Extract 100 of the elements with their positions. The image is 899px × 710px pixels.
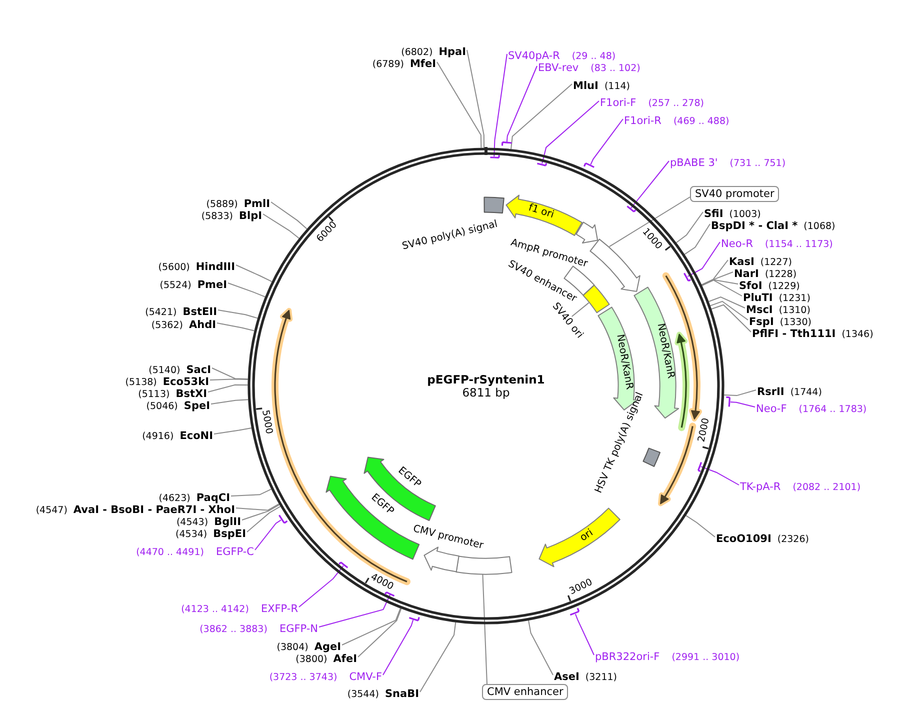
- leader-line: [218, 310, 258, 319]
- leader-line: [420, 622, 456, 692]
- leader-line: [701, 260, 728, 286]
- restriction-site-label: (4543) BglII: [176, 514, 241, 526]
- primer-label: TK-pA-R (2082 .. 2101): [740, 479, 861, 491]
- restriction-site-label: MscI (1310): [746, 302, 810, 314]
- primer-mark-icon: [683, 272, 692, 282]
- primer-mark-icon: [338, 561, 349, 569]
- leader-line: [262, 214, 300, 239]
- primer-mark-icon: [488, 154, 500, 160]
- leader-line: [571, 302, 590, 317]
- leader-line: [230, 488, 272, 496]
- leader-line: [711, 304, 752, 332]
- restriction-site-label: (3544) SnaBI: [347, 686, 419, 698]
- restriction-site-label: MluI (114): [573, 78, 630, 90]
- primer-label: Neo-F (1764 .. 1783): [756, 401, 867, 413]
- restriction-site-label: (5362) AhdI: [151, 317, 216, 329]
- restriction-site-label: (3804) AgeI: [276, 639, 341, 651]
- leader-line: [242, 504, 280, 520]
- leader-line: [436, 62, 482, 148]
- leader-line: [590, 118, 624, 165]
- restriction-site-label: PflFI - Tth111I (1346): [752, 326, 874, 338]
- restriction-site-label: (3800) AfeI: [296, 651, 357, 663]
- leader-line: [236, 264, 272, 282]
- restriction-site-label: AseI (3211): [554, 669, 617, 681]
- restriction-site-label: (5889) PmlI: [206, 196, 270, 208]
- feature-block: [455, 554, 514, 576]
- restriction-site-label: (5113) BstXI: [138, 386, 207, 398]
- leader-line: [510, 84, 572, 150]
- leader-line: [528, 620, 554, 676]
- leader-line: [542, 100, 600, 164]
- restriction-site-label: NarI (1228): [734, 266, 797, 278]
- leader-line: [702, 280, 742, 296]
- primer-mark-icon: [583, 162, 596, 169]
- primer-mark-icon: [278, 514, 288, 525]
- leader-line: [210, 399, 249, 404]
- leader-line: [482, 574, 488, 684]
- restriction-site-label: (4547) AvaI - BsoBI - PaeR7I - XhoI: [36, 502, 235, 514]
- primer-mark-icon: [384, 590, 396, 597]
- leader-line: [236, 503, 280, 511]
- feature-callout: SV40 promoter: [690, 186, 780, 202]
- leader-line: [466, 50, 484, 148]
- leader-line: [687, 242, 720, 277]
- leader-line: [210, 378, 248, 380]
- primer-label: (3862 .. 3883) EGFP-N: [200, 621, 318, 633]
- leader-line: [708, 296, 746, 308]
- leader-line: [630, 160, 670, 209]
- restriction-site-label: RsrII (1744): [757, 384, 822, 396]
- feature-label: NeoR/KanR: [653, 322, 676, 380]
- primer-label: (4123 .. 4142) EXFP-R: [181, 601, 298, 613]
- restriction-site-label: (6802) HpaI: [401, 44, 466, 56]
- leader-line: [684, 224, 710, 255]
- plasmid-length: 6811 bp: [462, 386, 510, 400]
- restriction-site-label: (5046) SpeI: [146, 398, 210, 410]
- leader-line: [318, 594, 391, 628]
- leader-line: [208, 384, 248, 392]
- primer-label: pBABE 3' (731 .. 751): [670, 155, 786, 167]
- primer-mark-icon: [725, 396, 731, 408]
- primer-mark-icon: [569, 606, 581, 616]
- primer-label: (3723 .. 3743) CMV-F: [269, 669, 382, 681]
- restriction-site-label: PluTI (1231): [743, 290, 810, 302]
- feature-label: f1 ori: [526, 202, 556, 222]
- leader-line: [730, 401, 756, 408]
- primer-label: Neo-R (1154 .. 1173): [721, 236, 833, 248]
- leader-line: [214, 428, 252, 434]
- restriction-site-label: SfiI (1003): [704, 206, 761, 218]
- leader-line: [342, 608, 401, 646]
- restriction-site-label: (5140) SacI: [148, 362, 211, 374]
- feature-label: ori: [578, 527, 596, 545]
- leader-line: [506, 66, 538, 142]
- feature-label: CMV promoter: [412, 524, 484, 553]
- feature-block: [582, 284, 610, 314]
- restriction-site-label: BspDI * - ClaI * (1068): [711, 218, 836, 230]
- leader-line: [212, 368, 248, 380]
- scale-label: 4000: [369, 572, 396, 593]
- primer-mark-icon: [500, 141, 513, 148]
- restriction-site-label: (4534) BspEI: [176, 526, 246, 538]
- primer-label: SV40pA-R (29 .. 48): [508, 48, 616, 60]
- primer-mark-icon: [536, 162, 548, 167]
- leader-line: [298, 565, 344, 608]
- restriction-site-label: (5524) PmeI: [160, 277, 227, 289]
- leader-line: [270, 202, 308, 230]
- scale-label: 2000: [696, 417, 712, 444]
- leader-line: [686, 515, 716, 538]
- leader-line: [494, 54, 508, 158]
- restriction-site-label: (5600) HindIII: [158, 259, 235, 271]
- scale-label: 3000: [568, 576, 594, 597]
- leader-line: [701, 279, 738, 286]
- leader-line: [358, 608, 402, 658]
- leader-line: [246, 506, 281, 532]
- restriction-site-label: (4623) PaqCI: [158, 490, 230, 502]
- primer-mark-icon: [626, 204, 636, 213]
- leader-line: [608, 196, 690, 248]
- feature-label: SV40 poly(A) signal: [401, 219, 499, 254]
- leader-line: [574, 614, 594, 656]
- primer-label: (4470 .. 4491) EGFP-C: [136, 544, 254, 556]
- primer-label: EBV-rev (83 .. 102): [538, 60, 640, 72]
- leader-line: [724, 390, 756, 396]
- restriction-site-label: (4916) EcoNI: [142, 428, 213, 440]
- primer-label: F1ori-F (257 .. 278): [600, 95, 704, 107]
